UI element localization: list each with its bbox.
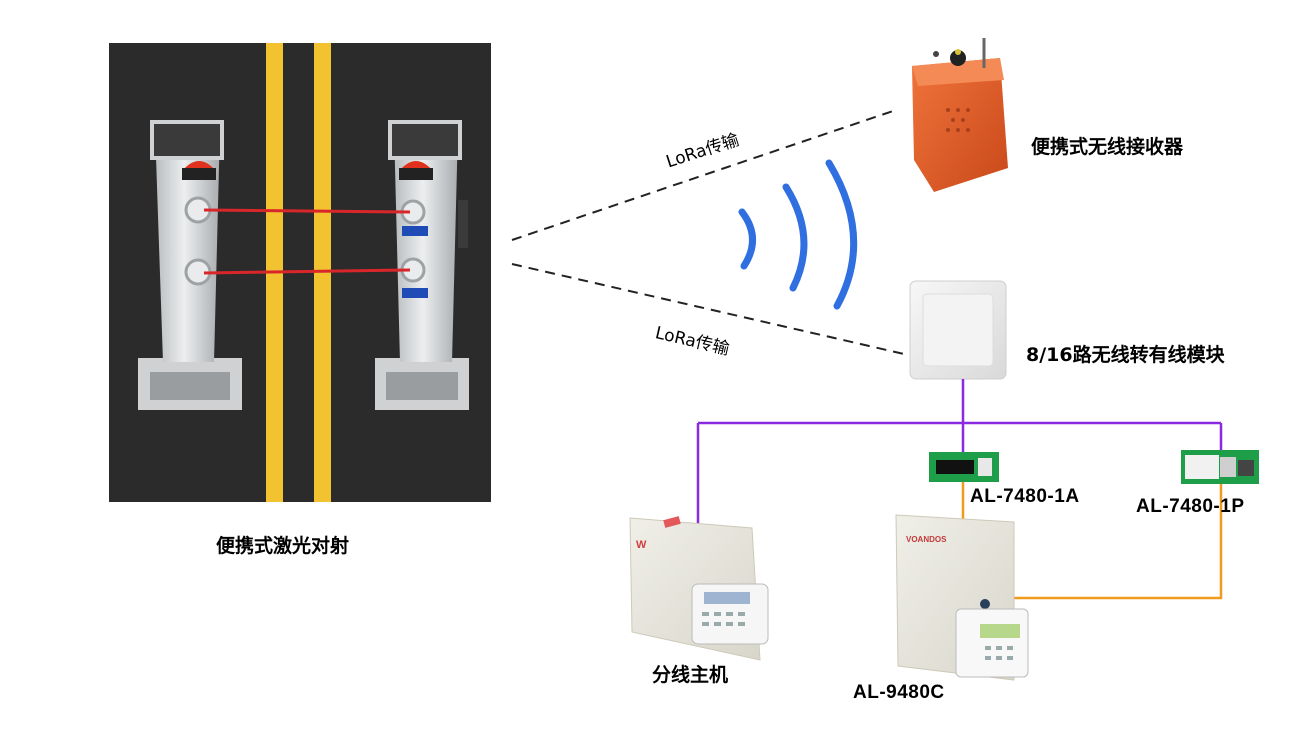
alarm-light-icon xyxy=(183,161,215,170)
laser-post-left xyxy=(138,120,242,410)
svg-text:W: W xyxy=(636,539,647,551)
wireless-signal-icon xyxy=(738,159,858,310)
split-host-device: W xyxy=(629,516,769,661)
knob-icon xyxy=(950,50,966,66)
brand-label: VOANDOS xyxy=(906,535,947,544)
keypad-icon xyxy=(691,583,769,645)
laser-beam-top xyxy=(203,208,411,214)
laser-beam-bottom xyxy=(203,268,411,275)
module-wiring xyxy=(961,482,1223,600)
main-host-device: VOANDOS xyxy=(895,514,1029,681)
converter-module-device xyxy=(909,280,1007,380)
converter-label: 8/16路无线转有线模块 xyxy=(1026,344,1225,366)
keypad-icon xyxy=(955,608,1029,678)
module-1a-label: AL-7480-1A xyxy=(970,486,1080,507)
module-1p-label: AL-7480-1P xyxy=(1136,496,1245,517)
display-panel xyxy=(402,226,428,236)
receiver-label: 便携式无线接收器 xyxy=(1031,136,1184,158)
main-host-label: AL-9480C xyxy=(853,682,945,703)
laser-post-right xyxy=(375,120,469,410)
pcb-module-1a xyxy=(929,452,999,482)
alarm-light-icon xyxy=(400,161,432,170)
display-panel xyxy=(402,288,428,298)
wireless-receiver-device xyxy=(912,38,1008,192)
pcb-module-1p xyxy=(1181,450,1259,484)
split-host-label: 分线主机 xyxy=(652,664,729,686)
laser-label: 便携式激光对射 xyxy=(216,535,350,557)
laser-scene xyxy=(109,43,491,502)
bus-wiring xyxy=(696,379,1223,530)
